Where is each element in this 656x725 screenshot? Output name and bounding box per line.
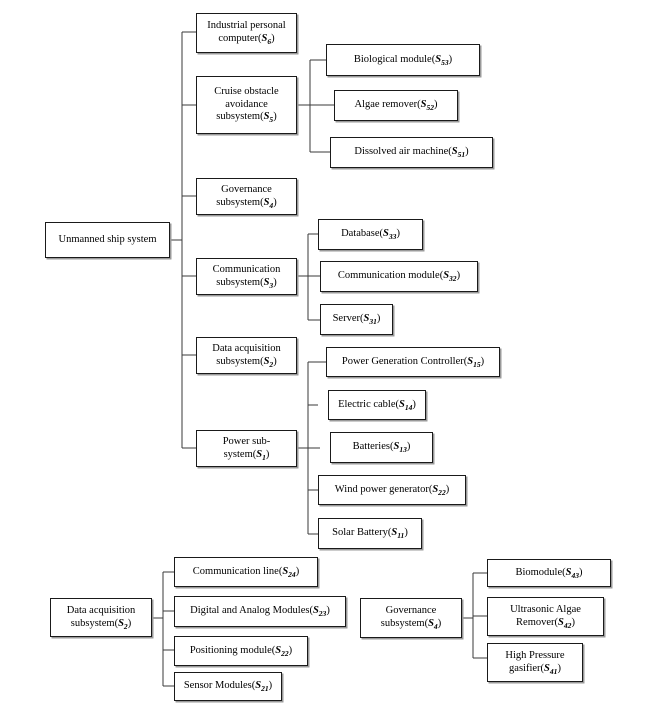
node-label: Positioning module(S22) xyxy=(189,644,293,658)
node-label: Batteries(S13) xyxy=(352,441,411,455)
node-server[interactable]: Server(S31) xyxy=(320,304,393,335)
node-electric-cable[interactable]: Electric cable(S14) xyxy=(328,390,426,420)
node-algae-remover[interactable]: Algae remover(S52) xyxy=(334,90,458,121)
node-high-pressure-gasifier[interactable]: High Pressure gasifier(S41) xyxy=(487,643,583,682)
node-label: Digital and Analog Modules(S23) xyxy=(190,605,330,619)
node-label: Server(S31) xyxy=(332,313,381,327)
node-label: Ultrasonic Algae Remover(S42) xyxy=(510,603,581,630)
node-label: Biomodule(S43) xyxy=(515,566,583,580)
node-label: Cruise obstacle avoidance subsystem(S5) xyxy=(214,85,279,125)
node-label: Power Generation Controller(S15) xyxy=(341,355,485,369)
node-label: Communication line(S24) xyxy=(192,565,300,579)
node-governance-subsystem[interactable]: Governance subsystem(S4) xyxy=(196,178,297,215)
node-communication-line[interactable]: Communication line(S24) xyxy=(174,557,318,587)
node-sensor-modules[interactable]: Sensor Modules(S21) xyxy=(174,672,282,701)
node-positioning-module[interactable]: Positioning module(S22) xyxy=(174,636,308,666)
node-communication-module[interactable]: Communication module(S32) xyxy=(320,261,478,292)
node-unmanned-ship-system[interactable]: Unmanned ship system xyxy=(45,222,170,258)
node-wind-power-generator[interactable]: Wind power generator(S22) xyxy=(318,475,466,505)
node-label: Dissolved air machine(S51) xyxy=(354,146,469,160)
node-power-generation-controller[interactable]: Power Generation Controller(S15) xyxy=(326,347,500,377)
node-cruise-obstacle-avoidance-subsystem[interactable]: Cruise obstacle avoidance subsystem(S5) xyxy=(196,76,297,134)
node-label: High Pressure gasifier(S41) xyxy=(505,649,565,676)
node-communication-subsystem[interactable]: Communication subsystem(S3) xyxy=(196,258,297,295)
node-data-acquisition-subsystem[interactable]: Data acquisition subsystem(S2) xyxy=(196,337,297,374)
node-label: Biological module(S53) xyxy=(353,53,453,67)
node-ultrasonic-algae-remover[interactable]: Ultrasonic Algae Remover(S42) xyxy=(487,597,604,636)
node-label: Governance subsystem(S4) xyxy=(380,605,442,632)
node-label: Algae remover(S52) xyxy=(354,99,438,113)
node-dissolved-air-machine[interactable]: Dissolved air machine(S51) xyxy=(330,137,493,168)
node-label: Unmanned ship system xyxy=(58,233,157,245)
node-label: Sensor Modules(S21) xyxy=(183,680,273,694)
node-label: Communication subsystem(S3) xyxy=(212,263,281,290)
node-digital-and-analog-modules[interactable]: Digital and Analog Modules(S23) xyxy=(174,596,346,627)
node-label: Solar Battery(S11) xyxy=(332,527,408,541)
node-label: Governance subsystem(S4) xyxy=(216,183,277,210)
node-label: Power sub-system(S1) xyxy=(222,435,271,462)
node-label: Communication module(S32) xyxy=(337,270,461,284)
node-label: Electric cable(S14) xyxy=(338,398,416,412)
node-solar-battery[interactable]: Solar Battery(S11) xyxy=(318,518,422,549)
node-label: Wind power generator(S22) xyxy=(334,483,450,497)
node-biomodule[interactable]: Biomodule(S43) xyxy=(487,559,611,587)
node-industrial-personal-computer[interactable]: Industrial personal computer(S6) xyxy=(196,13,297,53)
node-label: Industrial personal computer(S6) xyxy=(207,20,286,47)
node-governance-subsystem-detail[interactable]: Governance subsystem(S4) xyxy=(360,598,462,638)
node-label: Database(S33) xyxy=(341,228,400,242)
node-biological-module[interactable]: Biological module(S53) xyxy=(326,44,480,76)
node-label: Data acquisition subsystem(S2) xyxy=(212,342,281,369)
node-database[interactable]: Database(S33) xyxy=(318,219,423,250)
node-batteries[interactable]: Batteries(S13) xyxy=(330,432,433,463)
node-label: Data acquisition subsystem(S2) xyxy=(66,604,136,631)
node-power-subsystem[interactable]: Power sub-system(S1) xyxy=(196,430,297,467)
node-data-acquisition-subsystem-detail[interactable]: Data acquisition subsystem(S2) xyxy=(50,598,152,637)
